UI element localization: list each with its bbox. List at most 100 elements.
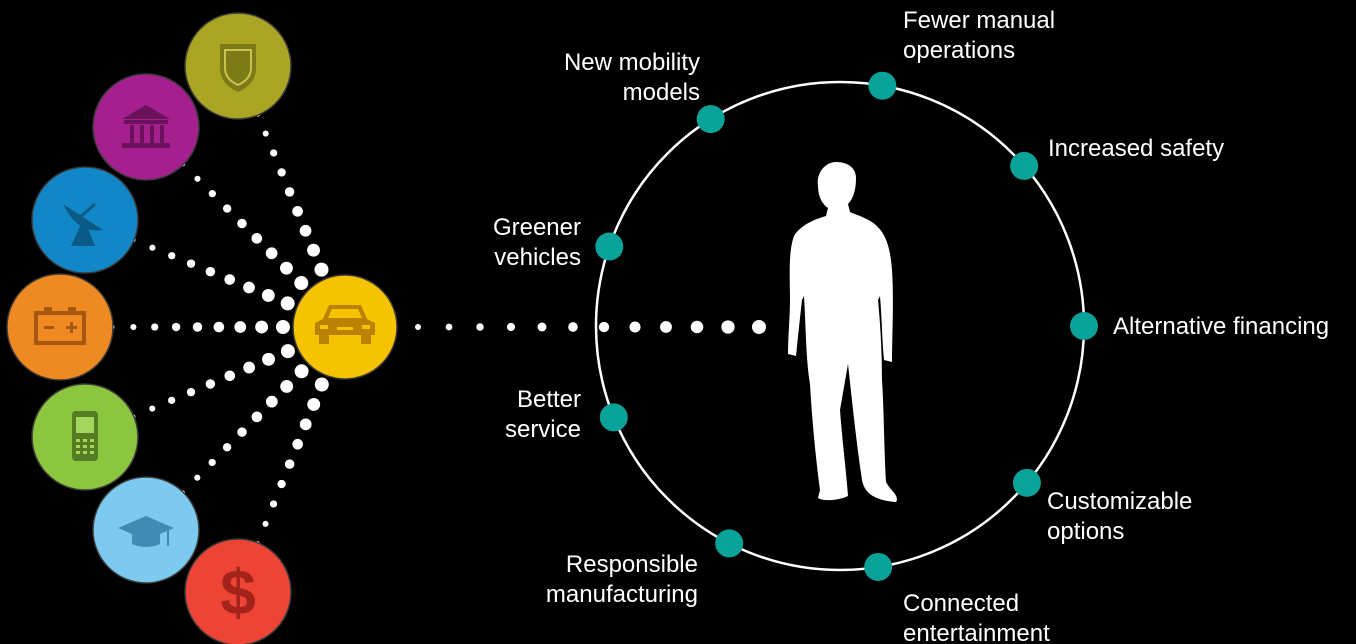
connector-dot bbox=[280, 261, 293, 275]
phone-key bbox=[83, 445, 87, 448]
connector-dot bbox=[292, 206, 303, 217]
connector-dot bbox=[130, 323, 137, 331]
shield-inner bbox=[224, 49, 252, 87]
connector-dot bbox=[208, 190, 216, 198]
battery-icon bbox=[34, 307, 86, 345]
bank-beam bbox=[124, 120, 168, 124]
battery-minus bbox=[44, 326, 54, 329]
person-body bbox=[788, 162, 897, 502]
source-node-bank bbox=[92, 73, 200, 181]
bank-column bbox=[160, 125, 164, 143]
label-responsible-manufacturing: Responsible manufacturing bbox=[545, 551, 698, 608]
dollar-icon: $ bbox=[220, 556, 256, 628]
bank-column bbox=[130, 125, 134, 143]
connector-dot bbox=[506, 322, 516, 332]
connector-dot bbox=[280, 296, 295, 311]
battery-body bbox=[34, 311, 86, 345]
graduation-cap-icon bbox=[118, 516, 174, 547]
hub-node bbox=[292, 274, 398, 380]
label-new-mobility-models: New mobility models bbox=[563, 49, 700, 106]
bank-base bbox=[122, 143, 170, 148]
connector-dot bbox=[251, 411, 263, 423]
connector-dot bbox=[237, 218, 247, 229]
source-circle bbox=[92, 73, 200, 181]
label-customizable-options: Customizable options bbox=[1047, 488, 1193, 545]
car-light bbox=[362, 325, 370, 329]
benefit-node bbox=[696, 105, 725, 134]
connector-dot bbox=[262, 130, 269, 137]
dollar-glyph: $ bbox=[220, 556, 256, 628]
bank-icon bbox=[122, 105, 170, 148]
connector-dot bbox=[598, 321, 610, 333]
connector-dot bbox=[284, 187, 295, 197]
connector-dot bbox=[568, 322, 578, 332]
connector-dot bbox=[251, 233, 263, 244]
connector-dot bbox=[194, 175, 201, 182]
connector-dot bbox=[270, 149, 278, 157]
source-node-dollar: $ bbox=[184, 538, 292, 644]
source-node-shield bbox=[184, 12, 292, 120]
source-node-battery bbox=[6, 273, 114, 381]
benefit-node bbox=[868, 71, 897, 100]
car-wheel bbox=[361, 335, 371, 344]
phone-key bbox=[90, 439, 94, 442]
connector-dot bbox=[186, 259, 196, 268]
source-node-mobile-phone bbox=[31, 383, 139, 491]
connector-dot bbox=[168, 252, 176, 260]
connector-dot bbox=[265, 395, 278, 408]
connector-dot bbox=[280, 380, 294, 393]
connector-dot bbox=[151, 323, 159, 331]
phone-key bbox=[76, 445, 80, 448]
phone-key bbox=[83, 451, 87, 454]
car-grille bbox=[337, 327, 353, 330]
connector-dot bbox=[277, 168, 286, 177]
label-greener-vehicles: Greener vehicles bbox=[492, 214, 581, 271]
battery-terminal bbox=[44, 307, 52, 313]
connector-dot bbox=[294, 276, 309, 291]
bank-column bbox=[140, 125, 144, 143]
connector-dot bbox=[660, 321, 672, 333]
connector-dot bbox=[261, 289, 275, 302]
connector-dot bbox=[255, 320, 269, 334]
connector-dot bbox=[307, 397, 321, 411]
connector-dot bbox=[314, 262, 329, 277]
connector-dot bbox=[307, 243, 320, 257]
connector-dot bbox=[237, 427, 247, 437]
connector-dot bbox=[294, 364, 309, 379]
benefit-node bbox=[1010, 151, 1039, 180]
connector-dot bbox=[292, 438, 303, 450]
connector-dot bbox=[476, 323, 484, 331]
connector-dot bbox=[224, 274, 236, 285]
connector-dot bbox=[537, 322, 547, 332]
connector-dot bbox=[690, 320, 704, 334]
connector-dot bbox=[262, 352, 275, 366]
connector-dot bbox=[186, 387, 196, 397]
connector-dot bbox=[280, 344, 295, 359]
connector-dot bbox=[314, 377, 329, 392]
connector-dot bbox=[415, 324, 421, 330]
connector-dot bbox=[222, 443, 232, 452]
benefit-node bbox=[1070, 312, 1098, 340]
bank-column bbox=[150, 125, 154, 143]
connector-dot bbox=[265, 247, 278, 260]
battery-terminal bbox=[68, 307, 76, 313]
label-alternative-financing: Alternative financing bbox=[1113, 313, 1330, 340]
shield-icon bbox=[220, 44, 256, 92]
dish-bowl bbox=[63, 204, 103, 231]
dish-feed bbox=[78, 202, 96, 220]
connector-dot bbox=[269, 500, 278, 508]
connector-dot bbox=[243, 361, 256, 374]
benefit-node bbox=[1012, 468, 1041, 497]
connector-dot bbox=[299, 224, 312, 237]
benefit-node bbox=[715, 529, 744, 558]
connector-dot bbox=[192, 322, 203, 332]
dish-stand bbox=[71, 224, 95, 246]
phone-key bbox=[76, 439, 80, 442]
bank-roof bbox=[122, 105, 170, 119]
connector-dot bbox=[445, 323, 453, 331]
connector-dot bbox=[194, 474, 201, 481]
connector-dot bbox=[168, 396, 176, 404]
phone-key bbox=[90, 445, 94, 448]
benefit-node bbox=[595, 232, 624, 261]
connector-dot bbox=[752, 320, 766, 334]
